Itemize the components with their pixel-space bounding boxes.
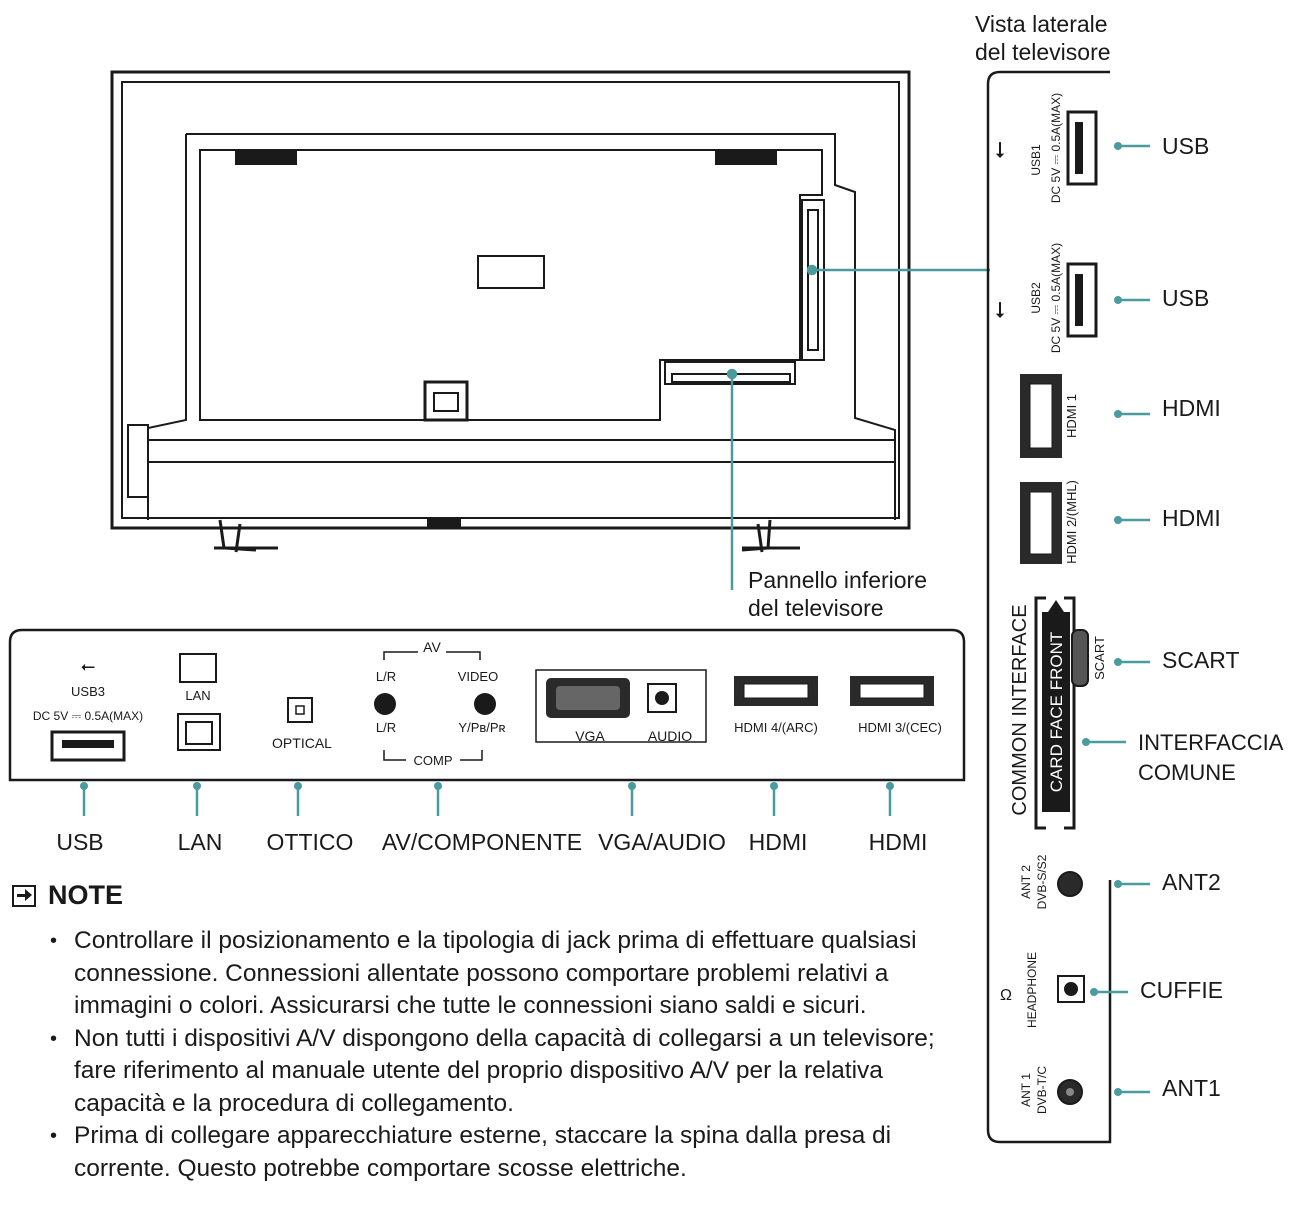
side-view-title: Vista laterale: [975, 11, 1108, 37]
vga-audio-ports: VGA AUDIO: [535, 669, 707, 744]
vga-label: VGA: [575, 728, 605, 744]
ant2-standard: DVB-S/S2: [1035, 880, 1049, 909]
tv-connections-diagram: Vista laterale del televisore ⭠ USB1 DC …: [8, 11, 1284, 880]
lan-label: LAN: [185, 688, 210, 703]
usb3-rating: DC 5V ⎓ 0.5A(MAX): [33, 709, 143, 723]
common-interface-label: COMMON INTERFACE: [1009, 604, 1031, 815]
callout-hdmi-b: HDMI: [1162, 505, 1221, 531]
callout-scart: SCART: [1162, 647, 1240, 673]
side-panel-lower: Ω HEADPHONE ANT 1 DVB-T/C ANT 2 DVB-S/S2…: [986, 880, 1223, 1144]
av-component-ports: AV L/R VIDEO L/R Y/Pʙ/Pʀ COMP: [374, 639, 506, 768]
callout-vga-audio: VGA/AUDIO: [598, 829, 726, 855]
scart-port-label: SCART: [1092, 636, 1107, 680]
callout-usb-a: USB: [1162, 133, 1209, 159]
ant1-port-lower: ANT 1 DVB-T/C: [1019, 1066, 1083, 1114]
hdmi2-label: HDMI 2/(MHL): [1064, 480, 1079, 564]
bottom-panel: ⭠ USB3 DC 5V ⎓ 0.5A(MAX) LAN OPTICAL AV …: [8, 628, 966, 782]
hdmi3-label: HDMI 3/(CEC): [858, 720, 942, 735]
usb-symbol-icon: ⭠: [986, 301, 1011, 319]
callout-ant1: ANT1: [1162, 1075, 1221, 1101]
bottom-callouts: USB LAN OTTICO AV/COMPONENTE VGA/AUDIO H…: [56, 782, 927, 855]
callout-usb: USB: [56, 829, 103, 855]
hdmi3-port: HDMI 3/(CEC): [850, 676, 942, 735]
video-label: VIDEO: [458, 669, 498, 684]
usb1-port: ⭠ USB1 DC 5V ⎓ 0.5A(MAX): [986, 93, 1098, 203]
usb-symbol-icon: ⭠: [81, 656, 95, 676]
callout-common-interface: INTERFACCIA: [1138, 730, 1284, 755]
callout-headphones: CUFFIE: [1140, 977, 1223, 1003]
headphone-port-lower: Ω HEADPHONE: [1000, 952, 1085, 1028]
network-icon: [179, 653, 217, 683]
bottom-view-title-2: del televisore: [748, 595, 884, 621]
side-lower-callouts: ANT2 CUFFIE ANT1: [1162, 869, 1221, 880]
optical-port: OPTICAL: [272, 697, 332, 751]
lr-bottom-label: L/R: [376, 720, 396, 735]
ant1-label: ANT 1: [1019, 1073, 1033, 1107]
optical-label: OPTICAL: [272, 735, 332, 751]
callout-hdmi-a: HDMI: [749, 829, 808, 855]
callout-ant2: ANT2: [1162, 869, 1221, 880]
bottom-view-title: Pannello inferiore: [748, 567, 927, 593]
note-item: Controllare il posizionamento e la tipol…: [50, 925, 972, 1023]
usb-symbol-icon: ⭠: [986, 141, 1011, 159]
callout-ant2: ANT2: [1162, 880, 1221, 895]
notes-heading: NOTE: [48, 880, 124, 910]
usb1-label: USB1: [1029, 144, 1043, 176]
callout-common-interface-2: COMUNE: [1138, 760, 1236, 785]
headphone-label: HEADPHONE: [1025, 952, 1039, 1028]
comp-label: COMP: [414, 753, 453, 768]
usb2-port: ⭠ USB2 DC 5V ⎓ 0.5A(MAX): [986, 243, 1098, 353]
audio-label: AUDIO: [648, 728, 692, 744]
hdmi4-port: HDMI 4/(ARC): [734, 676, 818, 735]
hdmi4-label: HDMI 4/(ARC): [734, 720, 818, 735]
headphone-icon: Ω: [1000, 987, 1012, 1004]
lan-port: LAN: [177, 653, 221, 751]
usb3-port: ⭠ USB3 DC 5V ⎓ 0.5A(MAX): [33, 656, 143, 762]
callout-usb-b: USB: [1162, 285, 1209, 311]
side-callouts: USB USB HDMI HDMI SCART INTERFACCIA COMU…: [1082, 133, 1284, 785]
notes-list: Controllare il posizionamento e la tipol…: [12, 925, 972, 1185]
ypbpr-label: Y/Pʙ/Pʀ: [458, 720, 505, 735]
tv-leader-lines: [726, 264, 990, 590]
side-panel: ⭠ USB1 DC 5V ⎓ 0.5A(MAX) ⭠ USB2 DC 5V ⎓ …: [986, 70, 1110, 880]
ant1-standard: DVB-T/C: [1035, 1066, 1049, 1114]
av-label: AV: [423, 639, 441, 655]
callout-hdmi-a: HDMI: [1162, 395, 1221, 421]
note-item: Non tutti i dispositivi A/V dispongono d…: [50, 1023, 972, 1121]
lr-top-label: L/R: [376, 669, 396, 684]
ant2-port-lower: [1057, 880, 1083, 897]
callout-lan: LAN: [178, 829, 223, 855]
callout-hdmi-b: HDMI: [869, 829, 928, 855]
hdmi1-port: HDMI 1: [1020, 374, 1079, 458]
usb1-rating: DC 5V ⎓ 0.5A(MAX): [1049, 93, 1063, 203]
usb2-label: USB2: [1029, 282, 1043, 314]
side-view-title-2: del televisore: [975, 39, 1111, 65]
ant2-port: ANT 2 DVB-S/S2: [1019, 854, 1083, 880]
usb2-rating: DC 5V ⎓ 0.5A(MAX): [1049, 243, 1063, 353]
hdmi2-port: HDMI 2/(MHL): [1020, 480, 1079, 564]
ant2-label: ANT 2: [1019, 865, 1033, 880]
hdmi1-label: HDMI 1: [1064, 394, 1079, 438]
ant2-labels-lower: ANT 2 DVB-S/S2: [1019, 880, 1049, 909]
callout-optical: OTTICO: [267, 829, 354, 855]
notes-header: NOTE: [12, 880, 972, 911]
callout-av-component: AV/COMPONENTE: [382, 829, 582, 855]
tv-back-view: [110, 70, 911, 553]
common-interface-slot: COMMON INTERFACE CARD FACE FRONT SCART: [1009, 596, 1107, 830]
notes-section: NOTE Controllare il posizionamento e la …: [12, 880, 972, 1185]
card-face-label: CARD FACE FRONT: [1047, 632, 1066, 793]
note-arrow-icon: [12, 884, 36, 907]
ant2-label: ANT 2: [1019, 880, 1033, 899]
note-item: Prima di collegare apparecchiature ester…: [50, 1120, 972, 1185]
usb3-label: USB3: [71, 684, 105, 699]
ant2-standard: DVB-S/S2: [1035, 854, 1049, 880]
